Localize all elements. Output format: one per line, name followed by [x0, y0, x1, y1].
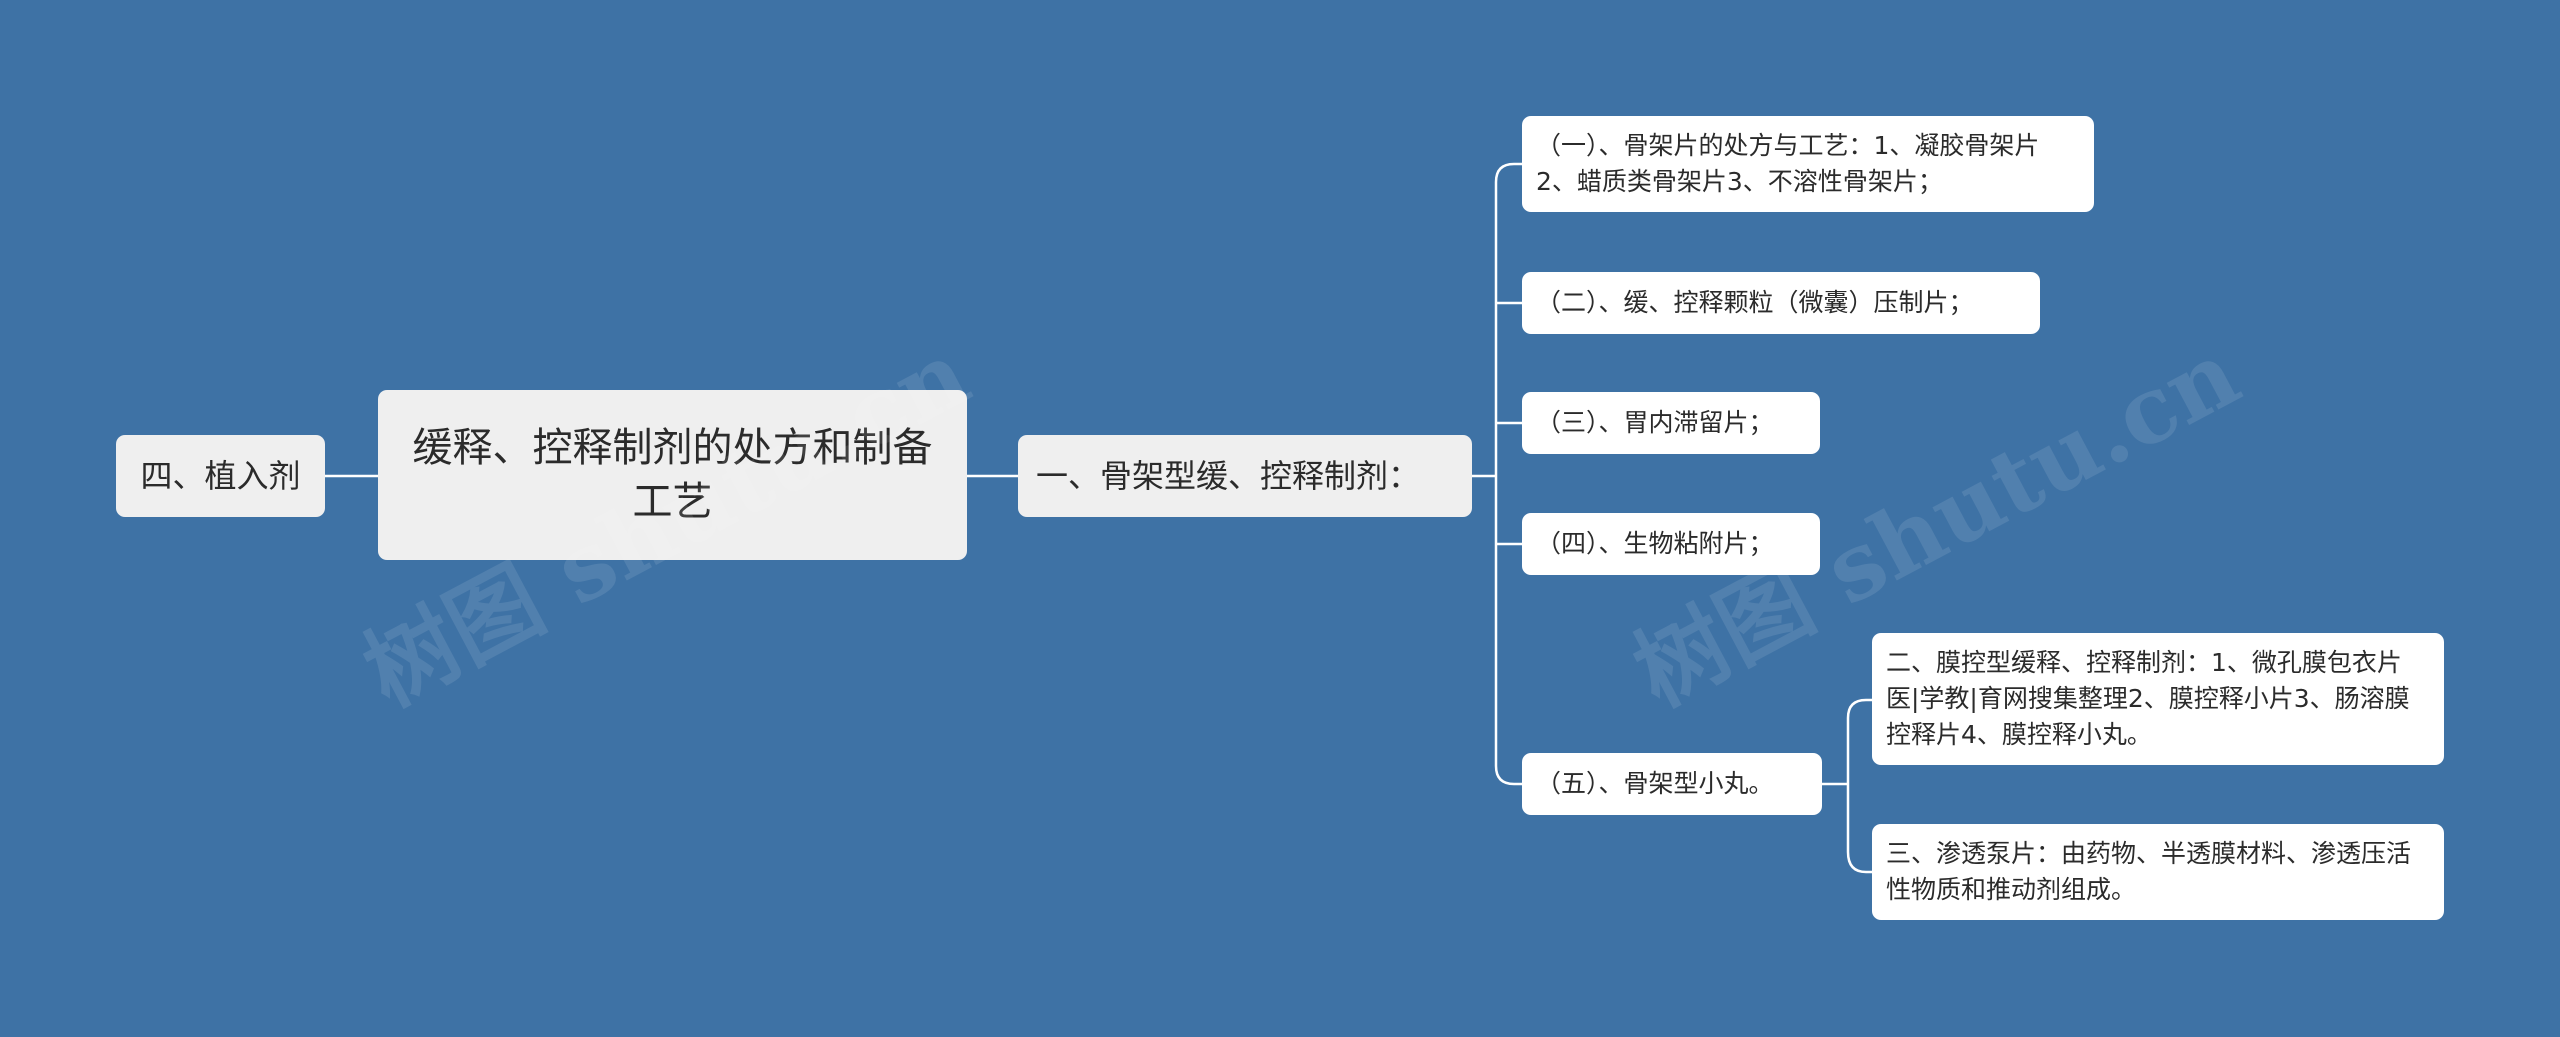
leaf-label-5: （五）、骨架型小丸。 — [1536, 768, 1774, 798]
leaf-label-3: （三）、胃内滞留片； — [1536, 407, 1774, 437]
left-node-label: 四、植入剂 — [140, 456, 301, 495]
leaf-node-2[interactable]: （二）、缓、控释颗粒（微囊）压制片； — [1522, 272, 2040, 334]
leaf-node-3[interactable]: （三）、胃内滞留片； — [1522, 392, 1820, 454]
sub-leaf-label-1: 二、膜控型缓释、控释制剂：1、微孔膜包衣片医|学教|育网搜集整理2、膜控释小片3… — [1886, 647, 2410, 750]
leaf-label-4: （四）、生物粘附片； — [1536, 528, 1774, 558]
root-node[interactable]: 缓释、控释制剂的处方和制备工艺 — [378, 390, 967, 560]
link-leaf-5 — [1494, 765, 1522, 786]
branch-node[interactable]: 一、骨架型缓、控释制剂： — [1018, 435, 1472, 517]
leaf-node-4[interactable]: （四）、生物粘附片； — [1522, 513, 1820, 575]
leaf-node-1[interactable]: （一）、骨架片的处方与工艺：1、凝胶骨架片2、蜡质类骨架片3、不溶性骨架片； — [1522, 116, 2094, 212]
sub-trunk-line — [1846, 698, 1872, 719]
left-node[interactable]: 四、植入剂 — [116, 435, 325, 517]
sub-leaf-node-2[interactable]: 三、渗透泵片：由药物、半透膜材料、渗透压活性物质和推动剂组成。 — [1872, 824, 2444, 920]
sub-leaf-label-2: 三、渗透泵片：由药物、半透膜材料、渗透压活性物质和推动剂组成。 — [1886, 838, 2412, 904]
branch-node-label: 一、骨架型缓、控释制剂： — [1036, 456, 1421, 495]
link-sub-leaf-2 — [1846, 851, 1872, 874]
sub-leaf-node-1[interactable]: 二、膜控型缓释、控释制剂：1、微孔膜包衣片医|学教|育网搜集整理2、膜控释小片3… — [1872, 633, 2444, 765]
leaf-label-2: （二）、缓、控释颗粒（微囊）压制片； — [1536, 287, 1974, 317]
link-leaf-1 — [1494, 162, 1522, 183]
leaf-label-1: （一）、骨架片的处方与工艺：1、凝胶骨架片2、蜡质类骨架片3、不溶性骨架片； — [1536, 130, 2040, 196]
root-title: 缓释、控释制剂的处方和制备工艺 — [412, 425, 933, 525]
leaf-node-5[interactable]: （五）、骨架型小丸。 — [1522, 753, 1822, 815]
